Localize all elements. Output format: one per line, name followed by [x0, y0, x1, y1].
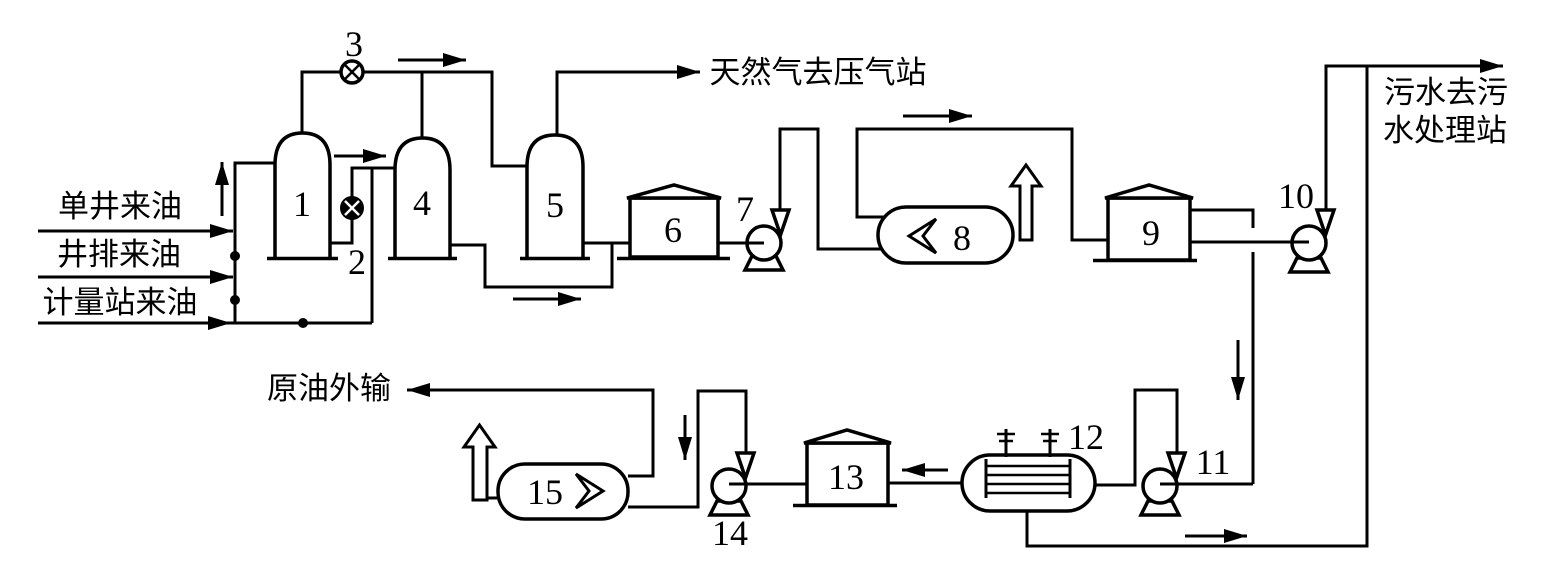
- pipe-riser-to-vessel1: [233, 161, 276, 323]
- electrode-icon: [1041, 429, 1059, 457]
- pipe-tank9-downcomer: [1190, 208, 1255, 484]
- valve-3: [339, 59, 365, 85]
- label-sewage-outlet-line1: 污水去污: [1384, 75, 1508, 110]
- vent-arrow-15: [461, 422, 498, 502]
- tank-9: [1093, 183, 1197, 263]
- label-equipment-7: 7: [736, 189, 754, 229]
- equipment-layer: [267, 59, 1337, 521]
- label-equipment-3: 3: [345, 24, 363, 64]
- electrode-icon: [997, 429, 1015, 457]
- label-inlet-metering-station: 计量站来油: [43, 285, 198, 320]
- label-equipment-5: 5: [546, 185, 564, 225]
- flame-icon: [574, 472, 606, 510]
- vent-arrow-8: [1008, 162, 1044, 242]
- label-inlet-single-well: 单井来油: [58, 189, 182, 224]
- tank-13: [793, 428, 897, 508]
- label-equipment-15: 15: [527, 472, 563, 512]
- label-equipment-13: 13: [828, 457, 864, 497]
- pipe-heater8-to-tank9: [855, 127, 1108, 242]
- label-inlet-well-row: 井排来油: [57, 237, 181, 272]
- tank-6: [617, 183, 730, 261]
- label-equipment-12: 12: [1068, 417, 1104, 457]
- pipe-drain12-sewage-riser: [1025, 66, 1369, 548]
- label-equipment-9: 9: [1142, 213, 1160, 253]
- label-equipment-1: 1: [293, 184, 311, 224]
- label-equipment-11: 11: [1196, 442, 1231, 482]
- vessel-5: [520, 133, 590, 261]
- pipe-crude-export: [407, 383, 655, 478]
- label-equipment-10: 10: [1278, 176, 1314, 216]
- pipe-gas-to-compressor: [555, 65, 700, 135]
- vessel-1: [267, 131, 338, 261]
- pump-11: [1138, 451, 1253, 517]
- pipe-pump11-loop: [1095, 388, 1179, 487]
- junction-dot: [230, 295, 240, 305]
- pipe-gas-header: [300, 70, 530, 168]
- valve-2: [340, 196, 364, 220]
- label-equipment-8: 8: [953, 218, 971, 258]
- pump-14: [707, 451, 807, 517]
- vessel-4: [388, 136, 457, 261]
- label-gas-outlet: 天然气去压气站: [710, 55, 927, 90]
- pipe-network: [38, 53, 1503, 548]
- junction-dot: [230, 251, 240, 261]
- label-sewage-outlet-line2: 水处理站: [1383, 113, 1507, 148]
- label-crude-outlet: 原油外输: [267, 371, 391, 406]
- labels-layer: 单井来油 井排来油 计量站来油 天然气去压气站 污水去污 水处理站 原油外输 1…: [43, 24, 1509, 553]
- junction-dot: [298, 318, 308, 328]
- heater-15: [461, 422, 630, 521]
- electric-dehydrator-12: [960, 429, 1097, 513]
- label-equipment-2: 2: [348, 242, 366, 282]
- pipe-pump10-to-sewage: [1324, 59, 1503, 211]
- flame-icon: [906, 217, 938, 255]
- heater-8: [876, 162, 1044, 265]
- pump-10: [1190, 208, 1337, 274]
- pipe-pump14-loop: [628, 389, 748, 509]
- label-equipment-4: 4: [413, 183, 431, 223]
- label-equipment-14: 14: [712, 513, 748, 553]
- pipe-pump7-discharge: [778, 127, 896, 251]
- label-equipment-6: 6: [664, 210, 682, 250]
- pump-7: [718, 208, 792, 272]
- pipe-vessel4-underpass: [448, 241, 630, 289]
